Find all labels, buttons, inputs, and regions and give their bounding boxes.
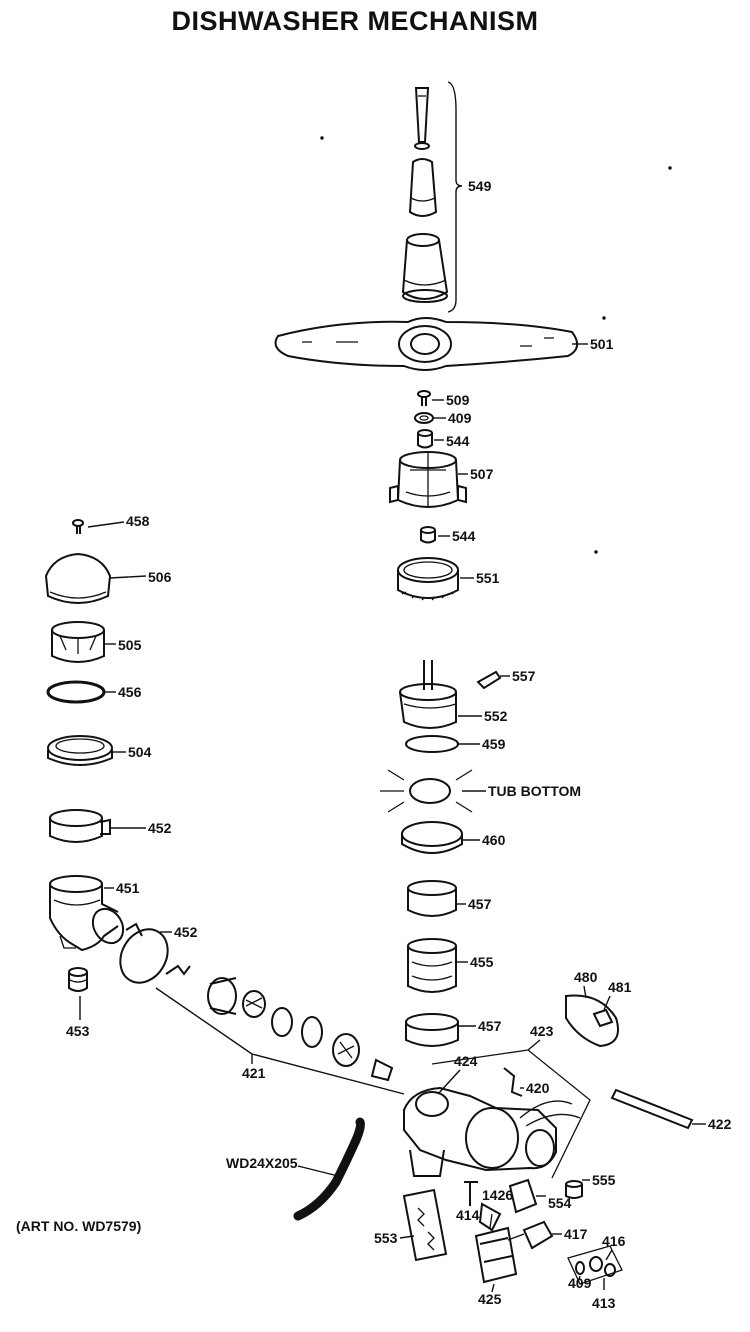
part-544-bearing-lower[interactable] (420, 526, 450, 544)
label-420: 420 (526, 1080, 550, 1096)
label-423: 423 (530, 1023, 554, 1039)
label-424: 424 (454, 1053, 478, 1069)
part-480-deflector[interactable] (565, 985, 619, 1048)
label-452-upper: 452 (148, 820, 172, 836)
part-453-plug[interactable] (68, 967, 88, 1020)
part-452-clamp-upper[interactable] (49, 809, 146, 843)
label-504: 504 (128, 744, 152, 760)
label-416: 416 (602, 1233, 626, 1249)
part-552-pump-cover[interactable] (399, 660, 482, 729)
part-506-cover[interactable] (44, 552, 147, 604)
part-424-gasket[interactable] (437, 1069, 461, 1095)
label-544-lower: 544 (452, 528, 476, 544)
part-507-hub[interactable] (389, 451, 468, 508)
part-458-screw[interactable] (72, 519, 125, 534)
label-1426: 1426 (482, 1187, 513, 1203)
label-506: 506 (148, 569, 172, 585)
part-554-bracket[interactable] (508, 1178, 546, 1214)
part-456-o-ring[interactable] (46, 680, 116, 704)
label-422: 422 (708, 1116, 732, 1132)
label-557: 557 (512, 668, 536, 684)
part-457-clamp-lower[interactable] (405, 1013, 476, 1047)
part-505-chopper[interactable] (51, 621, 116, 663)
label-458: 458 (126, 513, 150, 529)
label-460: 460 (482, 832, 506, 848)
label-555: 555 (592, 1172, 616, 1188)
part-504-screen[interactable] (47, 735, 126, 766)
part-460-seal[interactable] (401, 821, 480, 854)
part-457-clamp-upper[interactable] (407, 880, 466, 917)
label-457-lower: 457 (478, 1018, 502, 1034)
part-452-clamp-lower[interactable] (111, 921, 177, 991)
part-1426-bracket[interactable] (478, 1202, 502, 1232)
part-553-spring[interactable] (399, 1188, 448, 1262)
part-557-clip[interactable] (476, 670, 510, 690)
label-tub-bottom: TUB BOTTOM (488, 783, 581, 799)
label-509: 509 (446, 392, 470, 408)
label-544-upper: 544 (446, 433, 470, 449)
part-459-gasket[interactable] (405, 735, 480, 753)
page-title: DISHWASHER MECHANISM (171, 6, 539, 36)
part-555-cap[interactable] (565, 1179, 590, 1199)
label-417: 417 (564, 1226, 588, 1242)
part-425-solenoid[interactable] (474, 1213, 525, 1293)
label-409-upper: 409 (448, 410, 472, 426)
part-422-bracket[interactable] (610, 1088, 706, 1130)
part-551-ring-nut[interactable] (397, 557, 474, 601)
part-wd24x205-hose[interactable] (293, 1117, 365, 1221)
label-505: 505 (118, 637, 142, 653)
label-455: 455 (470, 954, 494, 970)
label-wd24x205: WD24X205 (226, 1155, 298, 1171)
label-414: 414 (456, 1207, 480, 1223)
label-409-lower: 409 (568, 1275, 592, 1291)
part-423-motor-pump-assembly[interactable] (403, 1039, 591, 1179)
part-481-bracket[interactable] (592, 995, 614, 1028)
part-451-sump-housing[interactable] (49, 875, 129, 952)
part-416-409-413-hardware[interactable] (567, 1245, 623, 1290)
label-452-lower: 452 (174, 924, 198, 940)
part-501-spray-arm[interactable] (274, 317, 588, 371)
label-552: 552 (484, 708, 508, 724)
label-451: 451 (116, 880, 140, 896)
label-421: 421 (242, 1065, 266, 1081)
label-554: 554 (548, 1195, 572, 1211)
tub-bottom-reference (380, 769, 486, 813)
label-413: 413 (592, 1295, 616, 1311)
part-414-screw[interactable] (464, 1181, 478, 1206)
part-421-pump-kit[interactable] (155, 964, 405, 1095)
label-457-upper: 457 (468, 896, 492, 912)
part-544-bearing-upper[interactable] (417, 429, 444, 449)
part-409-washer[interactable] (414, 412, 446, 424)
label-551: 551 (476, 570, 500, 586)
part-509-screw[interactable] (417, 390, 444, 406)
label-501: 501 (590, 336, 614, 352)
label-425: 425 (478, 1291, 502, 1307)
label-507: 507 (470, 466, 494, 482)
label-459: 459 (482, 736, 506, 752)
label-456: 456 (118, 684, 142, 700)
label-480: 480 (574, 969, 598, 985)
label-549: 549 (468, 178, 492, 194)
part-420-wire[interactable] (503, 1067, 524, 1097)
label-453: 453 (66, 1023, 90, 1039)
art-number: (ART NO. WD7579) (16, 1218, 142, 1234)
part-455-coupling[interactable] (407, 938, 468, 993)
label-553: 553 (374, 1230, 398, 1246)
part-417-terminal[interactable] (522, 1220, 562, 1250)
part-549-spray-tube-assembly[interactable] (401, 81, 463, 313)
label-481: 481 (608, 979, 632, 995)
